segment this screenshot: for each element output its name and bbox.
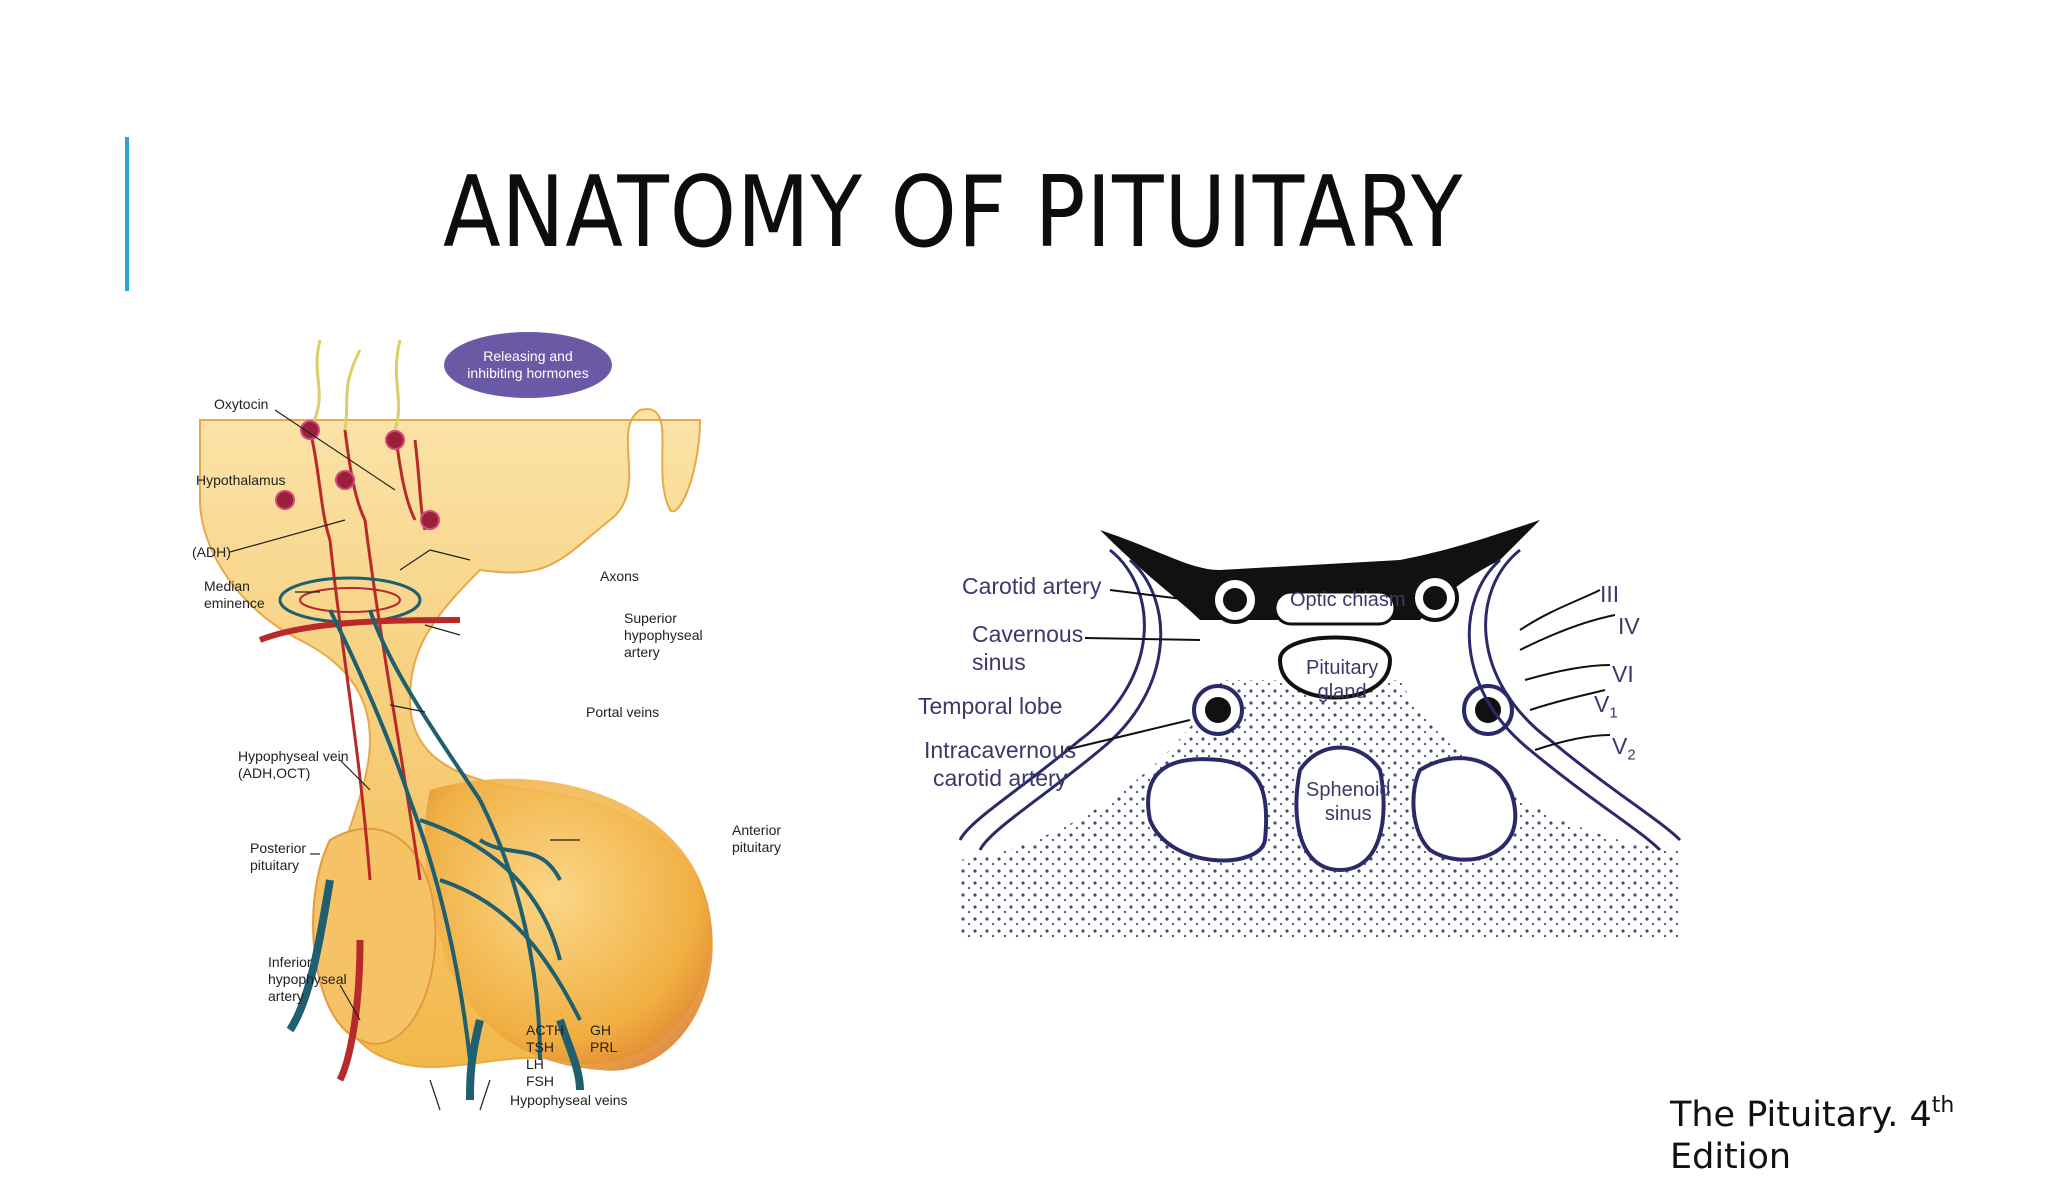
label-line: Pituitary bbox=[1306, 657, 1379, 679]
label-line: Median bbox=[204, 578, 250, 594]
bubble-line-2: inhibiting hormones bbox=[467, 365, 589, 381]
label-cavernous-sinus: Cavernous sinus bbox=[972, 620, 1083, 676]
pituitary-vascular-diagram: Releasing and inhibiting hormones Oxytoc… bbox=[180, 320, 820, 1120]
label-intracavernous-carotid: Intracavernous carotid artery bbox=[924, 736, 1076, 792]
label-line: (ADH,OCT) bbox=[238, 765, 311, 781]
label-line: Anterior bbox=[732, 822, 782, 838]
label-line: artery bbox=[624, 644, 660, 660]
label-line: artery bbox=[268, 988, 304, 1004]
label-line: Inferior bbox=[268, 954, 312, 970]
slide-title: ANATOMY OF PITUITARY bbox=[443, 156, 1464, 270]
nerve-v2-subscript: 2 bbox=[1627, 746, 1636, 764]
label-line: ACTH bbox=[526, 1022, 565, 1038]
citation-superscript: th bbox=[1931, 1093, 1955, 1118]
anterior-lobe-shape bbox=[424, 778, 713, 1071]
label-hypophyseal-vein: Hypophyseal vein (ADH,OCT) bbox=[238, 748, 349, 782]
label-line: Intracavernous bbox=[924, 737, 1077, 763]
label-carotid-artery: Carotid artery bbox=[962, 573, 1102, 599]
nerve-v1-letter: V bbox=[1594, 691, 1610, 717]
citation-line-2: Edition bbox=[1670, 1137, 1792, 1177]
label-line: gland bbox=[1317, 681, 1367, 703]
label-line: Posterior bbox=[250, 840, 307, 856]
label-inferior-hypophyseal-artery: Inferior hypophyseal artery bbox=[268, 954, 347, 1005]
label-portal-veins: Portal veins bbox=[586, 704, 660, 720]
pituitary-illustration bbox=[199, 339, 713, 1111]
label-nerve-iii: III bbox=[1600, 581, 1620, 607]
label-temporal-lobe: Temporal lobe bbox=[918, 693, 1063, 719]
label-line: carotid artery bbox=[932, 765, 1068, 791]
label-line: eminence bbox=[204, 595, 265, 611]
bubble-line-1: Releasing and bbox=[483, 348, 573, 364]
label-adh: (ADH) bbox=[192, 544, 231, 560]
sella-coronal-section-diagram: Carotid artery Cavernous sinus Temporal … bbox=[900, 520, 1720, 940]
label-nerve-vi: VI bbox=[1612, 661, 1634, 687]
label-superior-hypophyseal-artery: Superior hypophyseal artery bbox=[624, 610, 703, 661]
label-line: pituitary bbox=[250, 857, 300, 873]
label-axons: Axons bbox=[600, 568, 639, 584]
label-line: Hypophyseal vein bbox=[238, 748, 349, 764]
label-hormones-col1: ACTH TSH LH FSH bbox=[526, 1022, 564, 1090]
label-hormones-col2: GH PRL bbox=[590, 1022, 617, 1056]
label-oxytocin: Oxytocin bbox=[214, 396, 269, 412]
nerve-v2-letter: V bbox=[1612, 733, 1628, 759]
label-posterior-pituitary: Posterior pituitary bbox=[250, 840, 306, 874]
label-nerve-v2: V2 bbox=[1612, 732, 1636, 770]
label-sphenoid-sinus: Sphenoid sinus bbox=[1306, 778, 1391, 826]
label-line: PRL bbox=[590, 1039, 618, 1055]
label-line: Cavernous bbox=[972, 621, 1084, 647]
label-nerve-v1: V1 bbox=[1594, 690, 1618, 728]
sella-section-illustration bbox=[958, 520, 1682, 940]
label-line: FSH bbox=[526, 1073, 554, 1089]
citation: The Pituitary. 4th Edition bbox=[1670, 1085, 2040, 1178]
label-line: TSH bbox=[526, 1039, 554, 1055]
label-line: GH bbox=[590, 1022, 611, 1038]
label-line: Superior bbox=[624, 610, 677, 626]
citation-line-1: The Pituitary. 4th bbox=[1670, 1085, 2040, 1136]
label-nerve-iv: IV bbox=[1618, 613, 1640, 639]
label-median-eminence: Median eminence bbox=[204, 578, 265, 612]
label-pituitary-gland: Pituitary gland bbox=[1306, 656, 1378, 704]
citation-text: The Pituitary. 4 bbox=[1670, 1095, 1932, 1135]
title-accent-bar bbox=[125, 137, 129, 291]
nerve-v1-subscript: 1 bbox=[1609, 704, 1618, 722]
label-line: hypophyseal bbox=[624, 627, 703, 643]
label-line: sinus bbox=[1324, 803, 1372, 825]
label-line: sinus bbox=[972, 649, 1026, 675]
label-line: pituitary bbox=[732, 839, 782, 855]
label-hypothalamus: Hypothalamus bbox=[196, 472, 286, 488]
label-line: hypophyseal bbox=[268, 971, 347, 987]
label-hypophyseal-veins: Hypophyseal veins bbox=[510, 1092, 628, 1108]
label-line: Sphenoid bbox=[1306, 779, 1391, 801]
label-optic-chiasm: Optic chiasm bbox=[1290, 589, 1406, 611]
hormones-bubble: Releasing and inhibiting hormones bbox=[444, 332, 612, 398]
label-line: LH bbox=[526, 1056, 544, 1072]
label-anterior-pituitary: Anterior pituitary bbox=[732, 822, 781, 856]
